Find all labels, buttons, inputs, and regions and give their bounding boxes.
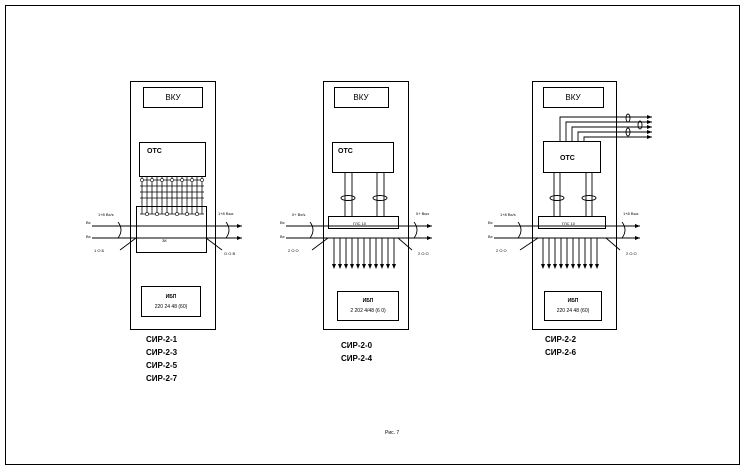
ibp-block [337,291,399,321]
ibp-block [544,291,602,321]
right-bus-label: 1+8 Вых [623,211,638,216]
model-label: СИР-2-0 [341,341,373,350]
cabinet-frame [532,81,617,330]
vku-label: ВКУ [165,93,181,102]
ots-block [332,142,394,173]
switch-matrix [136,206,207,253]
gls-block [328,216,399,229]
ibp-voltage: 220 24 48 (60) [557,308,590,314]
model-label: СИР-2-4 [341,354,373,363]
figure-frame [5,5,740,465]
ots-block [139,142,206,177]
figure-caption: Рис. 7 [385,430,399,436]
model-label: СИР-2-6 [545,348,577,357]
vku-block [543,87,604,108]
cabinet-frame [323,81,409,330]
right-bus-label: 0+ Вых [416,211,429,216]
in1-label: Вх [86,220,91,225]
vku-label: ВКУ [353,93,369,102]
left-ref-label: 2 О О [288,248,299,253]
output-arrows [541,115,652,269]
ibp-label: ИБП [363,298,374,304]
right-bus-label: 1+8 Вых [218,211,233,216]
panel-center: ВКУ ОТС ГЛС 10 [280,81,432,363]
arrow-right [237,224,242,228]
bus-lines [494,221,640,266]
ibp-voltage: 2 202 4/48 (6 0) [350,308,386,314]
gls-block [538,216,606,229]
model-label: СИР-2-2 [545,335,577,344]
ots-block [543,141,601,173]
arrow-right [237,236,242,240]
panel-right: ВКУ ОТС ГЛС 10 [488,81,652,357]
model-label: СИР-2-1 [146,335,178,344]
in2-label: Вх [488,234,493,239]
mid-links [340,172,388,216]
left-ref-label: 2 О О [496,248,507,253]
ibp-voltage: 220 24 48 (60) [155,304,188,310]
in2-label: Вх [280,234,285,239]
ibp-label: ИБП [568,298,579,304]
left-bus-label: 0+ Вх/s [292,212,305,217]
vku-block [334,87,389,108]
right-ref-label: О О В [224,251,235,256]
ots-label: ОТС [147,148,162,155]
matrix-nodes [140,178,204,216]
right-ref-label: 2 О О [418,251,429,256]
in1-label: Вх [488,220,493,225]
ibp-label: ИБП [166,294,177,300]
bus-lines [286,221,432,266]
bus-label: ЗК [162,238,167,243]
ots-label: ОТС [338,148,353,155]
bus-lines [92,221,242,251]
bus-label: ГЛС 10 [353,221,367,226]
vku-block [143,87,203,108]
model-label: СИР-2-3 [146,348,178,357]
panel-left: ВКУ ОТС [86,81,242,383]
model-label: СИР-2-5 [146,361,178,370]
ibp-block [141,286,201,317]
bus-label: ГЛС 10 [562,221,576,226]
ots-label: ОТС [560,155,575,162]
right-ref-label: 2 О О [626,251,637,256]
left-bus-label: 1+8 Вх/s [98,212,114,217]
top-feed-lines [549,113,652,216]
left-ref-label: 1 О Б [94,248,105,253]
model-label: СИР-2-7 [146,374,178,383]
left-bus-label: 1+8 Вх/s [500,212,516,217]
cabinet-frame [130,81,216,330]
output-arrows [332,224,432,269]
in1-label: Вх [280,220,285,225]
in2-label: Вх [86,234,91,239]
vku-label: ВКУ [565,93,581,102]
